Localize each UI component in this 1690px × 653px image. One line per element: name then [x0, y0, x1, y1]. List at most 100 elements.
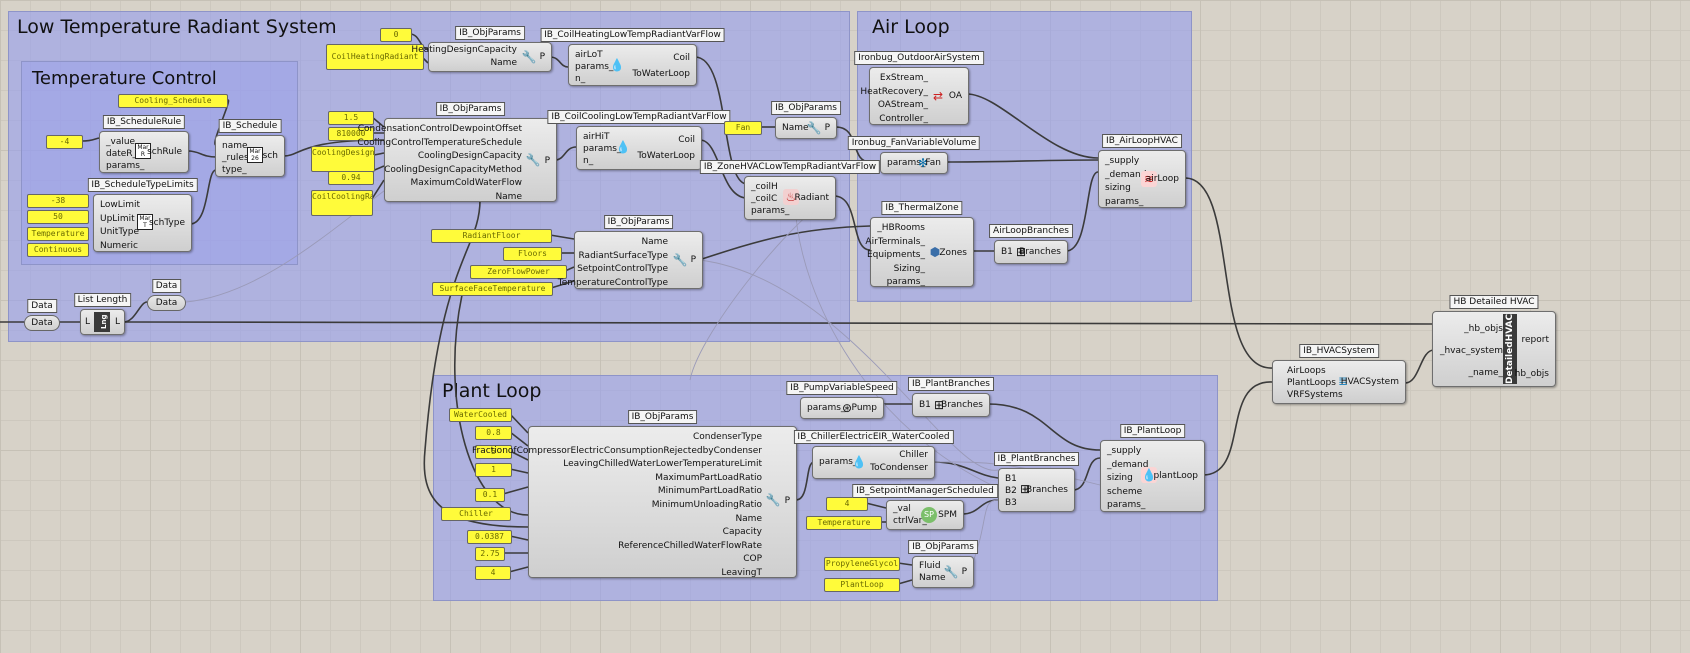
output-branches[interactable]: Branches [1026, 485, 1068, 495]
input-hb-objs[interactable]: _hb_objs [1464, 324, 1503, 334]
input-air-hi-t[interactable]: airHiT [583, 132, 610, 142]
input-leaving-t[interactable]: LeavingT [721, 567, 762, 578]
component-plant-loop[interactable]: IB_PlantLoop _supply _demand sizing sche… [1100, 424, 1205, 512]
input-params[interactable]: params_ [807, 403, 846, 413]
output-report[interactable]: report [1521, 335, 1550, 345]
input-b2[interactable]: B2 [1005, 486, 1017, 496]
input-params[interactable]: params_ [575, 62, 614, 72]
input-heat-recovery[interactable]: HeatRecovery_ [860, 86, 928, 97]
input-params[interactable]: params_ [583, 144, 622, 154]
component-zone-radiant[interactable]: IB_ZoneHVACLowTempRadiantVarFlow _coilH … [699, 160, 881, 220]
param-data-a[interactable]: Data Data [24, 299, 60, 331]
output-p[interactable]: P [690, 255, 696, 265]
panel-setpoint-control-type[interactable]: ZeroFlowPower [470, 265, 567, 279]
input-demand[interactable]: _demand [1107, 459, 1149, 470]
component-setpoint-manager[interactable]: IB_SetpointManagerScheduled _val ctrlVar… [852, 484, 998, 530]
input-rules[interactable]: _rules [222, 153, 249, 163]
input-sizing[interactable]: sizing [1105, 183, 1131, 193]
panel-up-limit[interactable]: 50 [27, 210, 89, 224]
component-hb-detailed-hvac[interactable]: HB Detailed HVAC _hb_objs _hvac_system _… [1432, 295, 1556, 387]
panel-fluid[interactable]: PropyleneGlycol [824, 557, 900, 571]
component-schedule-type-limits[interactable]: IB_ScheduleTypeLimits LowLimit UpLimit U… [87, 178, 198, 252]
input-demand[interactable]: _demand [1105, 169, 1147, 180]
input-params[interactable]: params_ [886, 277, 925, 287]
input-name[interactable]: Name [919, 573, 946, 583]
output-chiller[interactable]: Chiller [899, 450, 928, 460]
input-temperature-control-type[interactable]: TemperatureControlType [557, 277, 668, 288]
input-plant-loops[interactable]: PlantLoops [1287, 378, 1336, 388]
panel-condenser-type[interactable]: WaterCooled [449, 408, 512, 422]
input-fluid[interactable]: Fluid [919, 561, 941, 571]
input-params[interactable]: params_ [819, 457, 858, 467]
input-air-terminals[interactable]: AirTerminals_ [865, 236, 925, 247]
input-name[interactable]: Name [782, 123, 809, 133]
panel-unit-type[interactable]: Temperature [27, 227, 89, 241]
input-radiant-surface-type[interactable]: RadiantSurfaceType [578, 250, 669, 261]
panel-heating-name[interactable]: CoilHeatingRadiant [326, 44, 424, 70]
component-coil-cooling[interactable]: IB_CoilCoolingLowTempRadiantVarFlow airH… [547, 110, 731, 170]
component-chiller-electric[interactable]: IB_ChillerElectricEIR_WaterCooled params… [793, 430, 954, 479]
input-name[interactable]: Name [735, 513, 762, 524]
panel-heating-capacity[interactable]: 0 [380, 28, 412, 42]
output-to-water-loop[interactable]: ToWaterLoop [632, 69, 690, 79]
component-outdoor-air-system[interactable]: Ironbug_OutdoorAirSystem ExStream_ HeatR… [854, 51, 984, 125]
input-type[interactable]: type_ [222, 165, 247, 175]
component-obj-params-fluid[interactable]: IB_ObjParams Fluid Name 🔧 P [908, 540, 978, 588]
input-supply[interactable]: _supply [1107, 446, 1142, 456]
output-to-condenser[interactable]: ToCondenser [870, 463, 928, 473]
panel-chiller-name[interactable]: Chiller [441, 507, 511, 521]
panel-fluid-name[interactable]: PlantLoop [824, 578, 900, 592]
input-numeric[interactable]: Numeric [100, 240, 138, 251]
panel-dewpoint-offset[interactable]: 1.5 [328, 111, 374, 125]
component-obj-params-radiant[interactable]: IB_ObjParams Name RadiantSurfaceType Set… [558, 215, 703, 289]
panel-numeric[interactable]: Continuous [27, 243, 89, 257]
output-hvac-system[interactable]: HVACSystem [1340, 377, 1399, 387]
output-radiant[interactable]: Radiant [794, 193, 829, 203]
panel-cooling-schedule[interactable]: Cooling_Schedule [118, 94, 228, 108]
output-branches[interactable]: Branches [941, 400, 983, 410]
input-params[interactable]: params_ [1105, 196, 1144, 207]
input-min-unloading[interactable]: MinimumUnloadingRatio [651, 499, 762, 510]
input-name[interactable]: Name [495, 191, 522, 202]
input-unit-type[interactable]: UnitType [100, 227, 139, 237]
input-params[interactable]: params_ [1107, 500, 1146, 510]
input-scheme[interactable]: scheme [1107, 486, 1143, 497]
output-p[interactable]: P [961, 567, 967, 577]
input-sizing[interactable]: Sizing_ [893, 263, 925, 274]
panel-max-part-load[interactable]: 1 [475, 463, 512, 477]
component-air-loop-branches[interactable]: AirLoopBranches B1 ⊞ Branches [989, 224, 1073, 264]
panel-min-unloading[interactable]: 0.1 [475, 488, 505, 502]
input-params[interactable]: params_ [887, 158, 926, 168]
input-name[interactable]: Name [641, 237, 668, 247]
panel-low-limit[interactable]: -38 [27, 194, 89, 208]
output-spm[interactable]: SPM [938, 510, 957, 520]
input-low-limit[interactable]: LowLimit [100, 200, 141, 210]
component-thermal-zone[interactable]: IB_ThermalZone _HBRooms AirTerminals_ Eq… [865, 201, 974, 287]
panel-fraction-rejected[interactable]: 0.8 [475, 426, 512, 440]
input-n[interactable]: n_ [575, 74, 586, 84]
panel-max-cold-water-flow[interactable]: 0.94 [328, 171, 374, 185]
input-name[interactable]: Name [490, 58, 517, 68]
input-val[interactable]: _val [893, 504, 911, 514]
component-hvac-system[interactable]: IB_HVACSystem AirLoops PlantLoops VRFSys… [1272, 344, 1406, 404]
output-p[interactable]: P [544, 156, 550, 166]
component-schedule-rule[interactable]: IB_ScheduleRule _value dateR_ params_ Ma… [99, 115, 189, 173]
input-supply[interactable]: _supply [1105, 156, 1140, 166]
input-min-part-load[interactable]: MinimumPartLoadRatio [657, 486, 762, 497]
input-b1[interactable]: B1 [919, 400, 931, 410]
component-fan-variable-volume[interactable]: Ironbug_FanVariableVolume params_ ✻ Fan [847, 136, 981, 174]
input-hvac-system[interactable]: _hvac_system [1439, 346, 1503, 356]
input-hb-rooms[interactable]: _HBRooms [877, 223, 925, 233]
component-obj-params-cooling[interactable]: IB_ObjParams CondensationControlDewpoint… [357, 102, 557, 202]
component-list-length[interactable]: List Length L Lng L [73, 293, 132, 335]
input-cop[interactable]: COP [743, 554, 762, 565]
output-l[interactable]: L [114, 317, 120, 327]
input-ctrl-var[interactable]: ctrlVar_ [893, 516, 927, 526]
input-oa-stream[interactable]: OAStream_ [877, 100, 928, 110]
panel-cooling-capacity-method[interactable]: CoolingDesignCapacity [311, 146, 375, 172]
input-dater[interactable]: dateR_ [106, 149, 138, 159]
input-capacity[interactable]: Capacity [722, 527, 762, 538]
component-air-loop-hvac[interactable]: IB_AirLoopHVAC _supply _demand sizing pa… [1098, 134, 1186, 208]
input-n[interactable]: n_ [583, 156, 594, 166]
